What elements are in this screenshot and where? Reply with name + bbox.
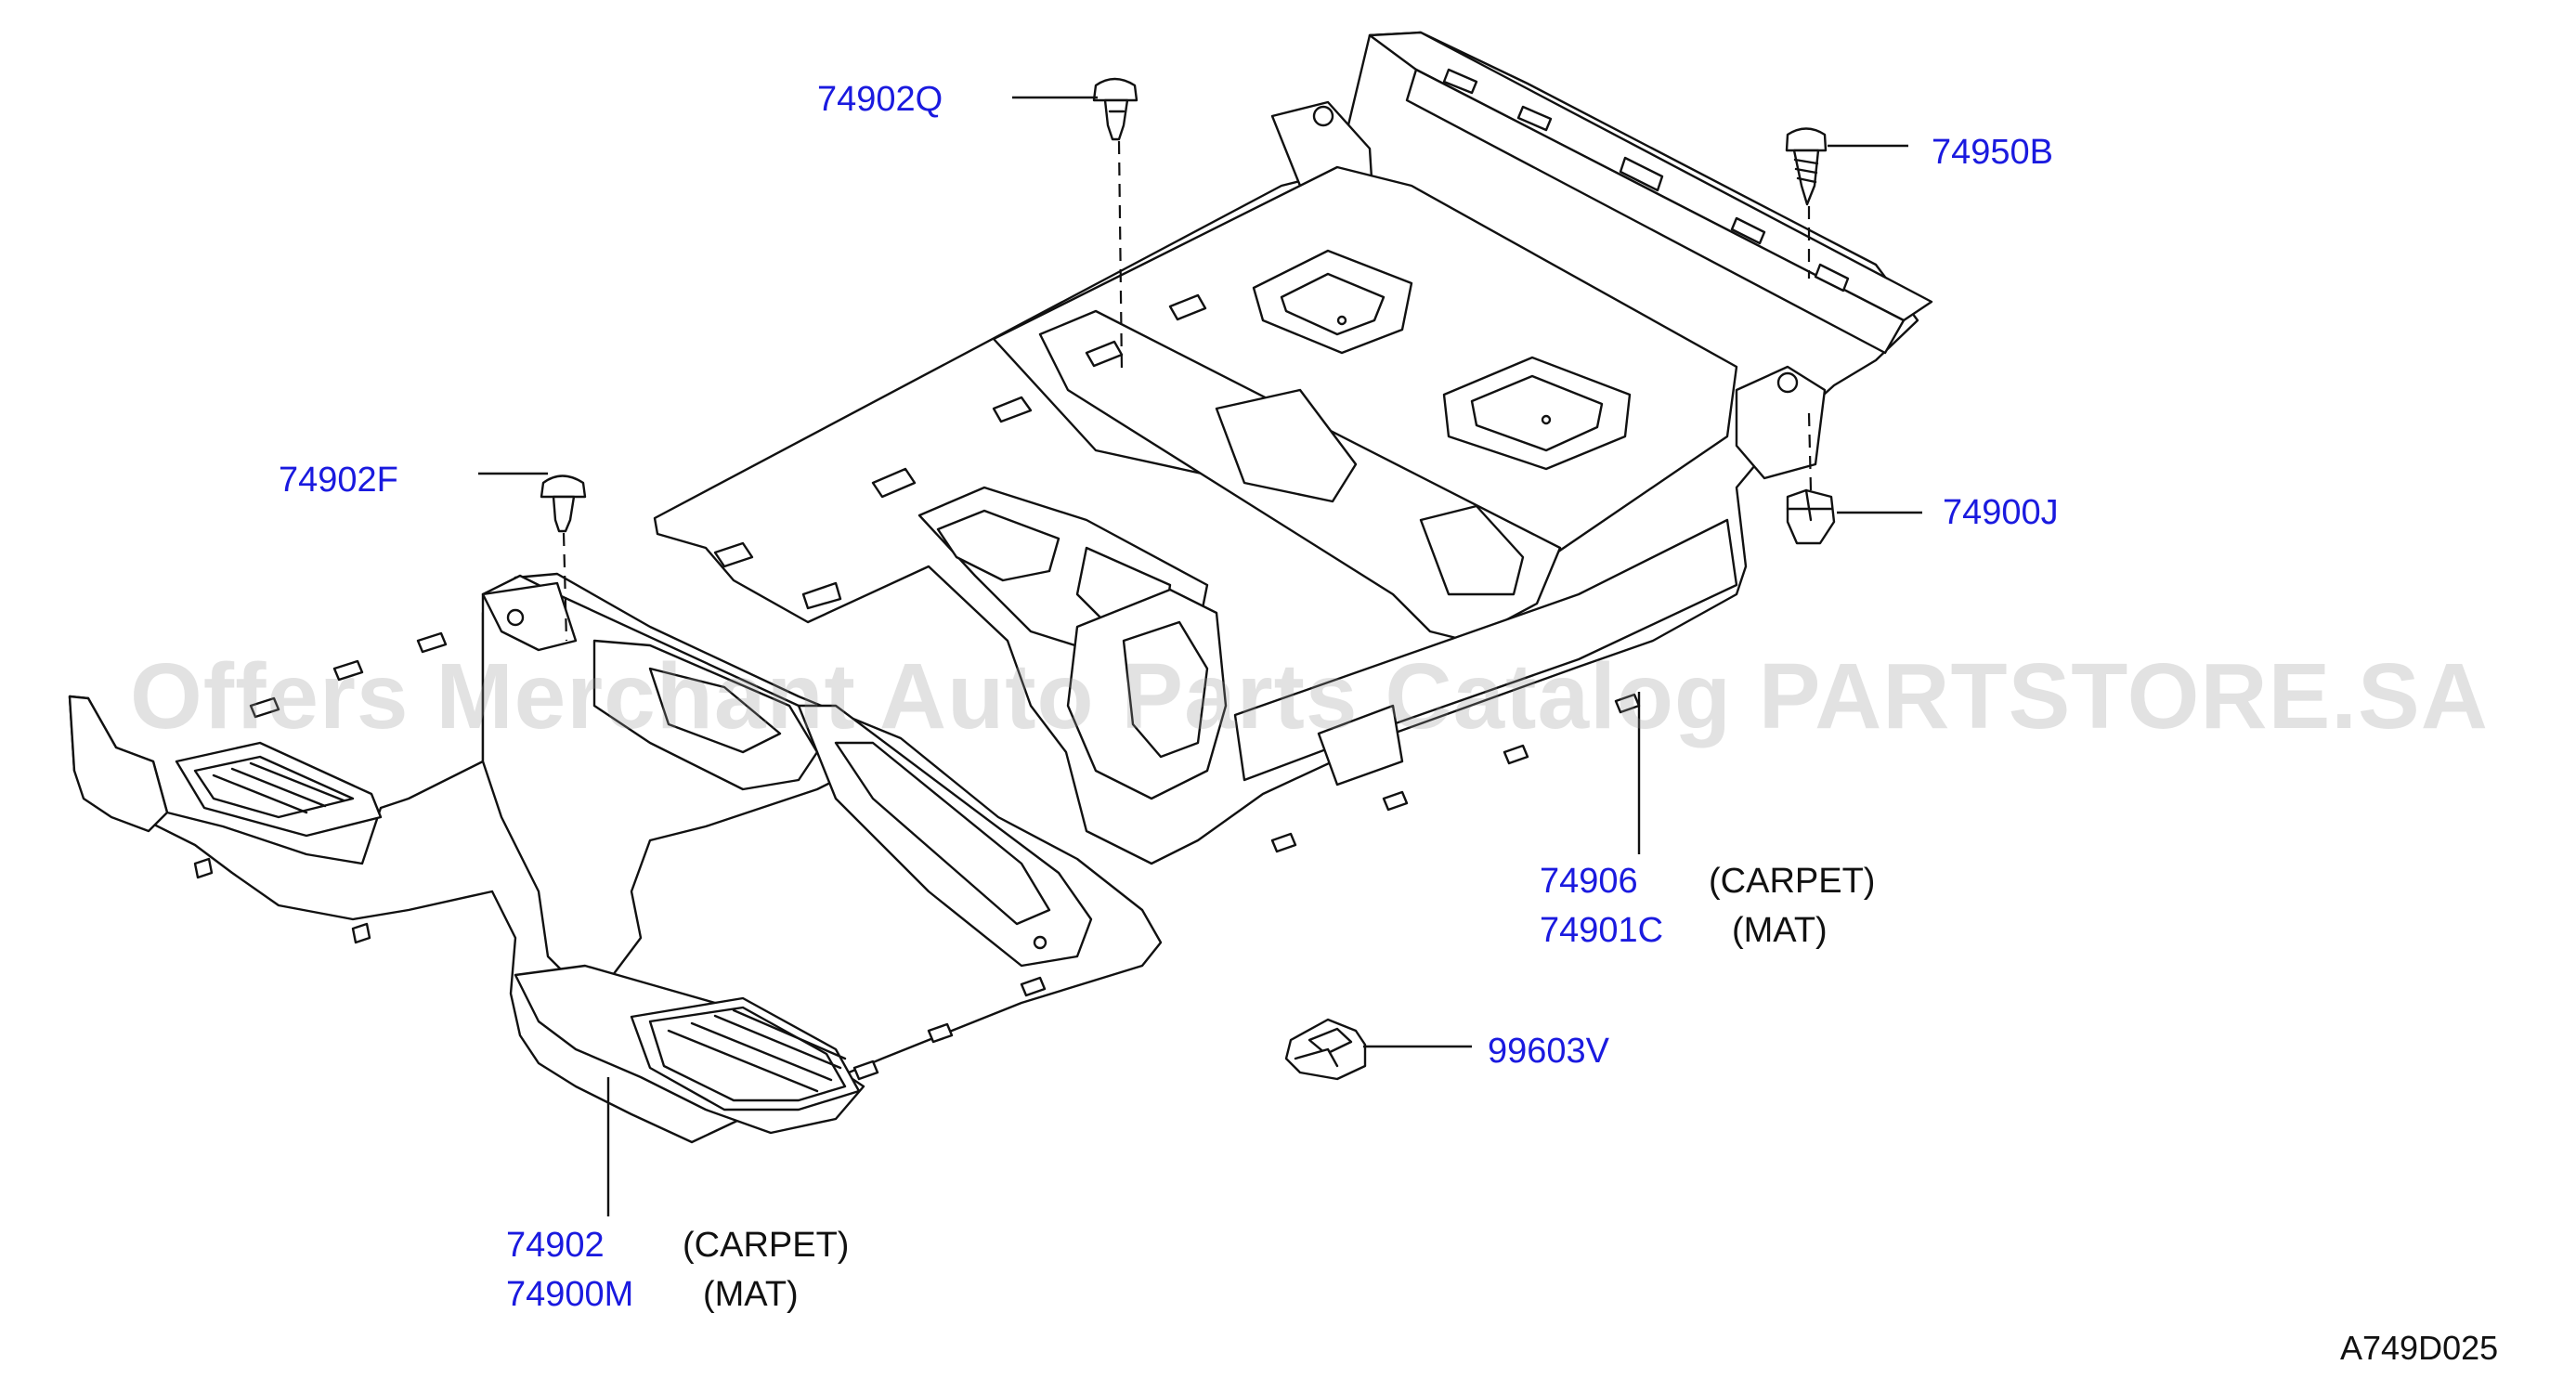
note-74900m-mat: (MAT): [703, 1275, 799, 1314]
grommet-74900j-icon: [1786, 488, 1836, 545]
callout-74900j[interactable]: 74900J: [1943, 493, 2059, 532]
front-carpet-outline: [68, 572, 1163, 1144]
callout-74950b[interactable]: 74950B: [1932, 133, 2054, 172]
clip-74902q-icon: [1092, 77, 1138, 141]
callout-74902f[interactable]: 74902F: [279, 461, 398, 500]
dash-74902f: [562, 532, 568, 642]
note-74906-carpet: (CARPET): [1709, 862, 1876, 901]
note-74901c-mat: (MAT): [1732, 911, 1828, 950]
callout-74902q[interactable]: 74902Q: [817, 80, 943, 119]
clip-99603v-icon: [1284, 1018, 1367, 1081]
dash-74900j: [1807, 412, 1813, 491]
dash-74902q: [1117, 140, 1124, 372]
callout-74902[interactable]: 74902: [506, 1226, 605, 1265]
callout-74900m[interactable]: 74900M: [506, 1275, 634, 1314]
callout-74901c[interactable]: 74901C: [1540, 911, 1664, 950]
callout-99603v[interactable]: 99603V: [1488, 1032, 1610, 1071]
rear-carpet-outline: [653, 31, 1933, 865]
diagram-code: A749D025: [2340, 1329, 2499, 1367]
callout-74906[interactable]: 74906: [1540, 862, 1638, 901]
screw-74950b-icon: [1785, 127, 1828, 206]
note-74902-carpet: (CARPET): [683, 1226, 850, 1265]
watermark: Offers Merchant Auto Parts Catalog PARTS…: [130, 644, 2489, 748]
clip-74902f-icon: [540, 474, 587, 533]
